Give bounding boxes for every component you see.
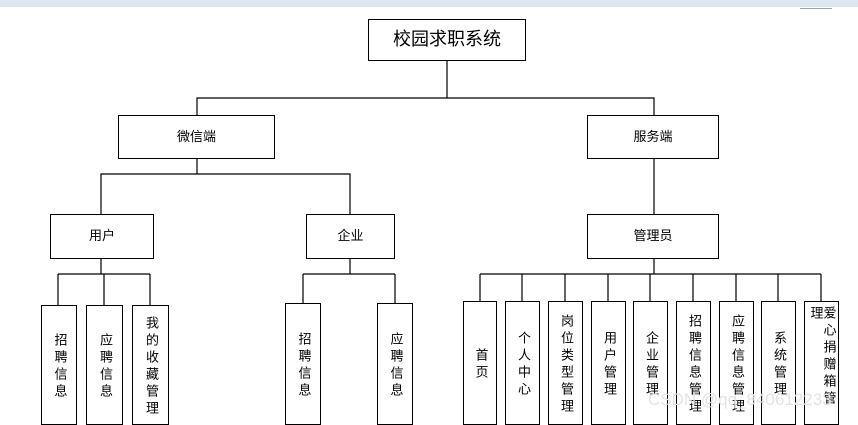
connector-root [196, 60, 655, 116]
connector-user [57, 258, 151, 305]
admin-child-enterprise-mgmt: 企业管理 [633, 301, 668, 425]
enterprise-child-application-info: 应聘信息 [377, 303, 413, 425]
admin-child-donation-box-mgmt: 爱心捐赠箱管理 [804, 301, 839, 425]
window-top-bar [0, 0, 858, 7]
connector-admin [479, 258, 822, 301]
root-node: 校园求职系统 [368, 19, 526, 61]
enterprise-node: 企业 [306, 214, 395, 259]
admin-child-recruit-mgmt: 招聘信息管理 [676, 301, 711, 425]
wechat-node: 微信端 [118, 115, 275, 159]
admin-child-system-mgmt: 系统管理 [761, 301, 796, 425]
enterprise-child-recruit-info: 招聘信息 [285, 303, 321, 425]
window-edge-line [800, 8, 832, 9]
server-node: 服务端 [587, 115, 719, 159]
user-node: 用户 [50, 214, 154, 259]
user-child-recruit-info: 招聘信息 [41, 305, 77, 425]
admin-child-user-mgmt: 用户管理 [591, 301, 626, 425]
admin-child-profile: 个人中心 [505, 301, 540, 425]
user-child-favorites-mgmt: 我的收藏管理 [132, 305, 169, 425]
connector-enterprise [302, 258, 396, 303]
admin-child-home: 首页 [463, 301, 497, 425]
user-child-application-info: 应聘信息 [86, 305, 123, 425]
admin-node: 管理员 [587, 214, 719, 259]
admin-child-application-mgmt: 应聘信息管理 [719, 301, 754, 425]
admin-child-job-type-mgmt: 岗位类型管理 [548, 301, 583, 425]
connector-wechat [100, 158, 351, 214]
csdn-watermark: CSDN @qq_840612233 [648, 390, 832, 409]
